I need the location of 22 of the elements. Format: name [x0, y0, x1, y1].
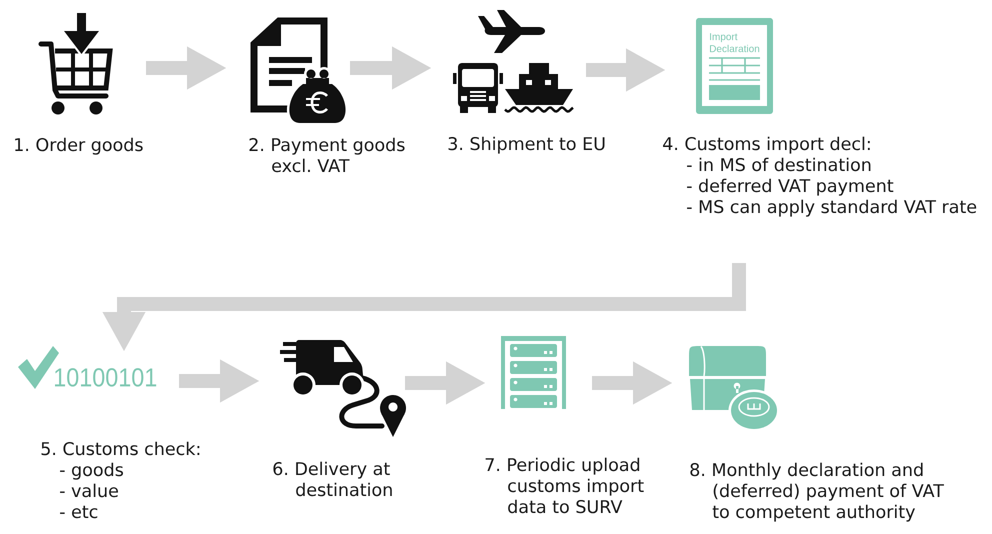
van-route-icon [280, 340, 406, 437]
plane-truck-ship-icon [453, 10, 574, 113]
list-item: - deferred VAT payment [687, 178, 894, 196]
step-caption: 8. Monthly declaration and (deferred) payment of VAT to competent authority [690, 462, 944, 522]
form-title: Import Declaration [710, 33, 760, 52]
cart-icon [38, 13, 113, 114]
binary-code: 10100101 [55, 368, 156, 387]
step-caption: 7. Periodic upload customs import data to SURV [486, 458, 644, 514]
server-rack-icon [501, 336, 566, 409]
step-caption: 3. Shipment to EU [448, 136, 604, 154]
list-item: - MS can apply standard VAT rate [687, 200, 976, 217]
list-item: - goods [60, 462, 123, 480]
step-caption: 1. Order goods [15, 138, 143, 155]
list-item: - in MS of destination [687, 158, 870, 172]
step-caption: 2. Payment goods excl. VAT [250, 138, 405, 172]
step-caption: 5. Customs check: [42, 442, 200, 456]
list-item: - etc [60, 506, 98, 518]
list-item: - value [60, 484, 118, 498]
step-caption: 4. Customs import decl: [663, 136, 870, 154]
document-money-bag-icon [250, 18, 348, 126]
chest-coin-icon [689, 346, 780, 432]
step-caption: 6. Delivery at destination [273, 462, 392, 496]
